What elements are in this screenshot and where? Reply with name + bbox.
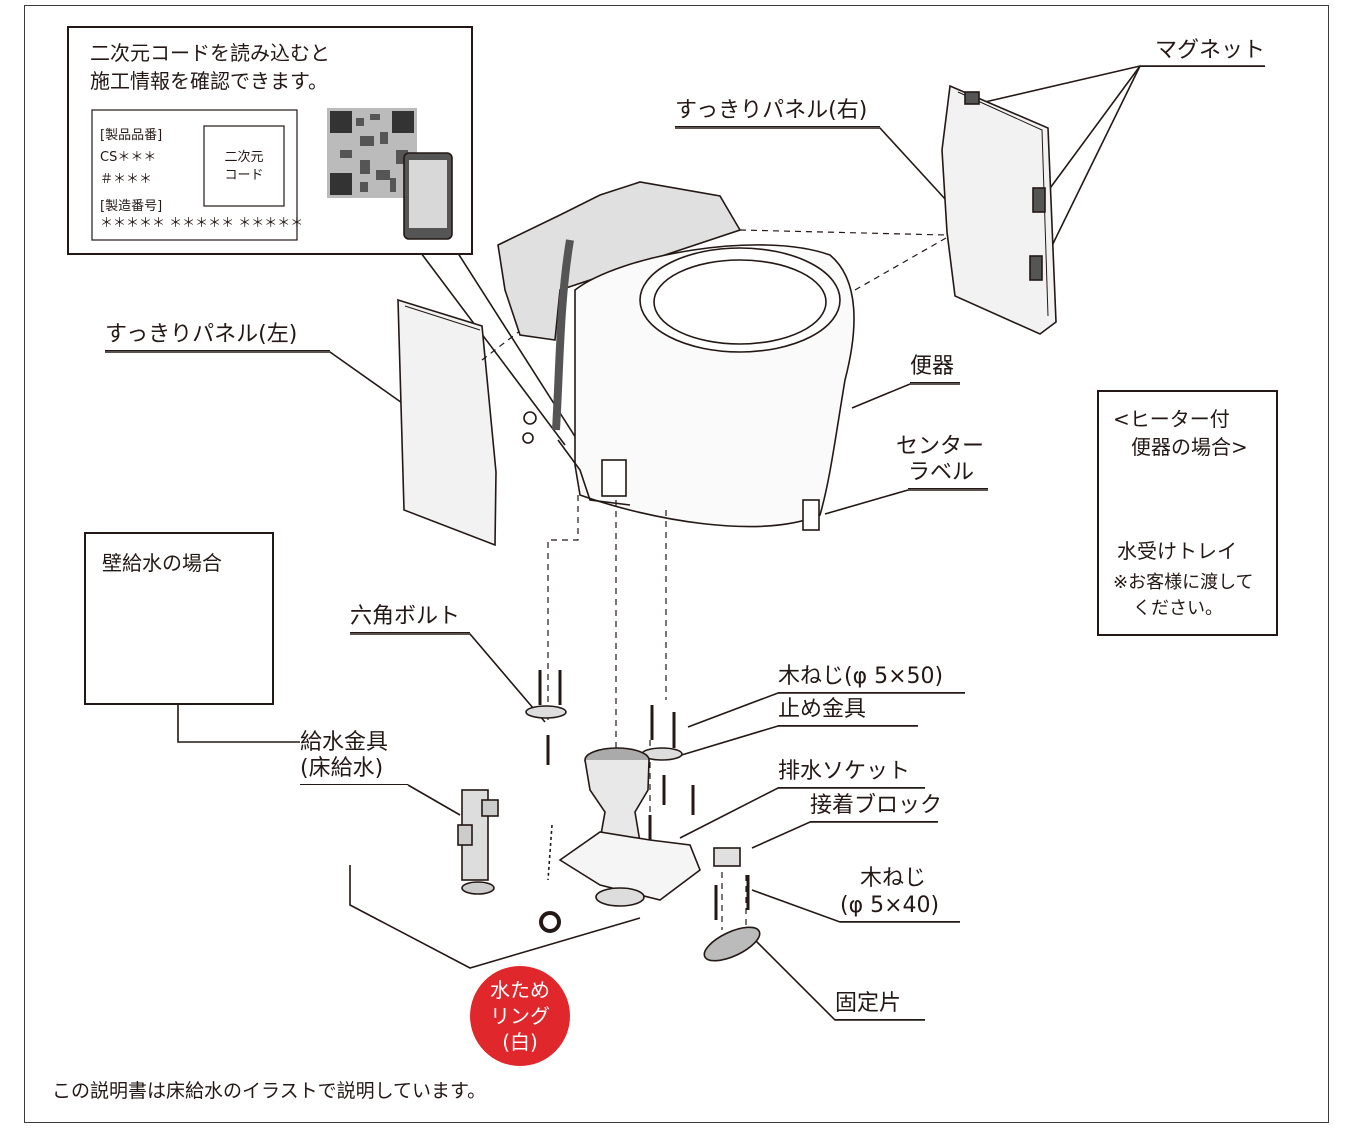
label-wood-screw-40-line2: (φ 5×40)	[840, 893, 960, 922]
footer-note: この説明書は床給水のイラストで説明しています。	[52, 1080, 487, 1102]
heater-box-line1: <ヒーター付	[1113, 407, 1230, 431]
serial-no-label: [製造番号]	[100, 199, 163, 214]
screws-graphic	[525, 670, 750, 920]
heater-note-line1: ※お客様に渡して	[1113, 572, 1254, 593]
water-ring-line2: リング	[490, 1004, 550, 1028]
water-fitting-graphic	[457, 789, 499, 895]
panel-left-graphic	[397, 298, 497, 547]
label-water-fitting-line2: (床給水)	[300, 756, 408, 785]
label-center-line1: センター	[896, 434, 985, 459]
panel-right-graphic	[941, 84, 1057, 335]
fixing-piece-graphic	[703, 926, 761, 962]
figure-frame	[24, 5, 1329, 1123]
leader-lines	[105, 65, 1265, 1021]
qr-callout-title-line2: 施工情報を確認できます。	[90, 69, 328, 93]
code-box-frame	[203, 125, 285, 207]
label-hex-bolt: 六角ボルト	[350, 604, 470, 633]
water-ring-line1: 水ため	[490, 978, 550, 1002]
label-wood-screw-50: 木ねじ(φ 5×50)	[778, 664, 965, 693]
serial-no-value: ＊＊＊＊＊ ＊＊＊＊＊ ＊＊＊＊＊	[100, 216, 304, 231]
wall-supply-title: 壁給水の場合	[102, 551, 222, 575]
code-box-line1: 二次元	[224, 150, 264, 165]
drain-socket-graphic	[539, 747, 701, 933]
label-bowl: 便器	[910, 354, 960, 383]
qr-callout-title-line1: 二次元コードを読み込むと	[90, 41, 330, 65]
label-adhesive-block: 接着ブロック	[810, 793, 942, 822]
label-panel-right: すっきりパネル(右)	[675, 98, 880, 127]
label-panel-left: すっきりパネル(左)	[105, 322, 330, 351]
smartphone-graphic	[403, 152, 453, 240]
code-box-line2: コード	[224, 168, 264, 183]
adhesive-block-graphic	[713, 847, 741, 867]
qr-code-graphic	[327, 108, 417, 198]
model-hash-value: ＃＊＊＊	[100, 172, 153, 187]
product-no-label: [製品品番]	[100, 128, 163, 143]
tray-name: 水受けトレイ	[1117, 539, 1237, 563]
model-cs-value: CS＊＊＊	[100, 150, 157, 165]
label-fixing-piece: 固定片	[835, 991, 925, 1020]
label-magnet: マグネット	[1140, 38, 1265, 67]
toilet-bowl-graphic	[497, 181, 855, 531]
label-wood-screw-40-line1: 木ねじ	[860, 866, 927, 891]
wall-supply-box: 壁給水の場合	[84, 532, 274, 705]
heater-note-line2: ください。	[1133, 598, 1223, 619]
water-ring-line3: (白)	[502, 1030, 538, 1054]
label-center-line2: ラベル	[908, 460, 988, 489]
heater-box: <ヒーター付 便器の場合> 水受けトレイ ※お客様に渡して ください。	[1097, 390, 1278, 636]
label-water-fitting-line1: 給水金具	[300, 730, 389, 755]
water-ring-badge: 水ため リング (白)	[470, 966, 570, 1066]
heater-box-line2: 便器の場合>	[1131, 435, 1248, 459]
label-stop-bracket: 止め金具	[778, 697, 918, 726]
label-drain-socket: 排水ソケット	[778, 759, 925, 788]
